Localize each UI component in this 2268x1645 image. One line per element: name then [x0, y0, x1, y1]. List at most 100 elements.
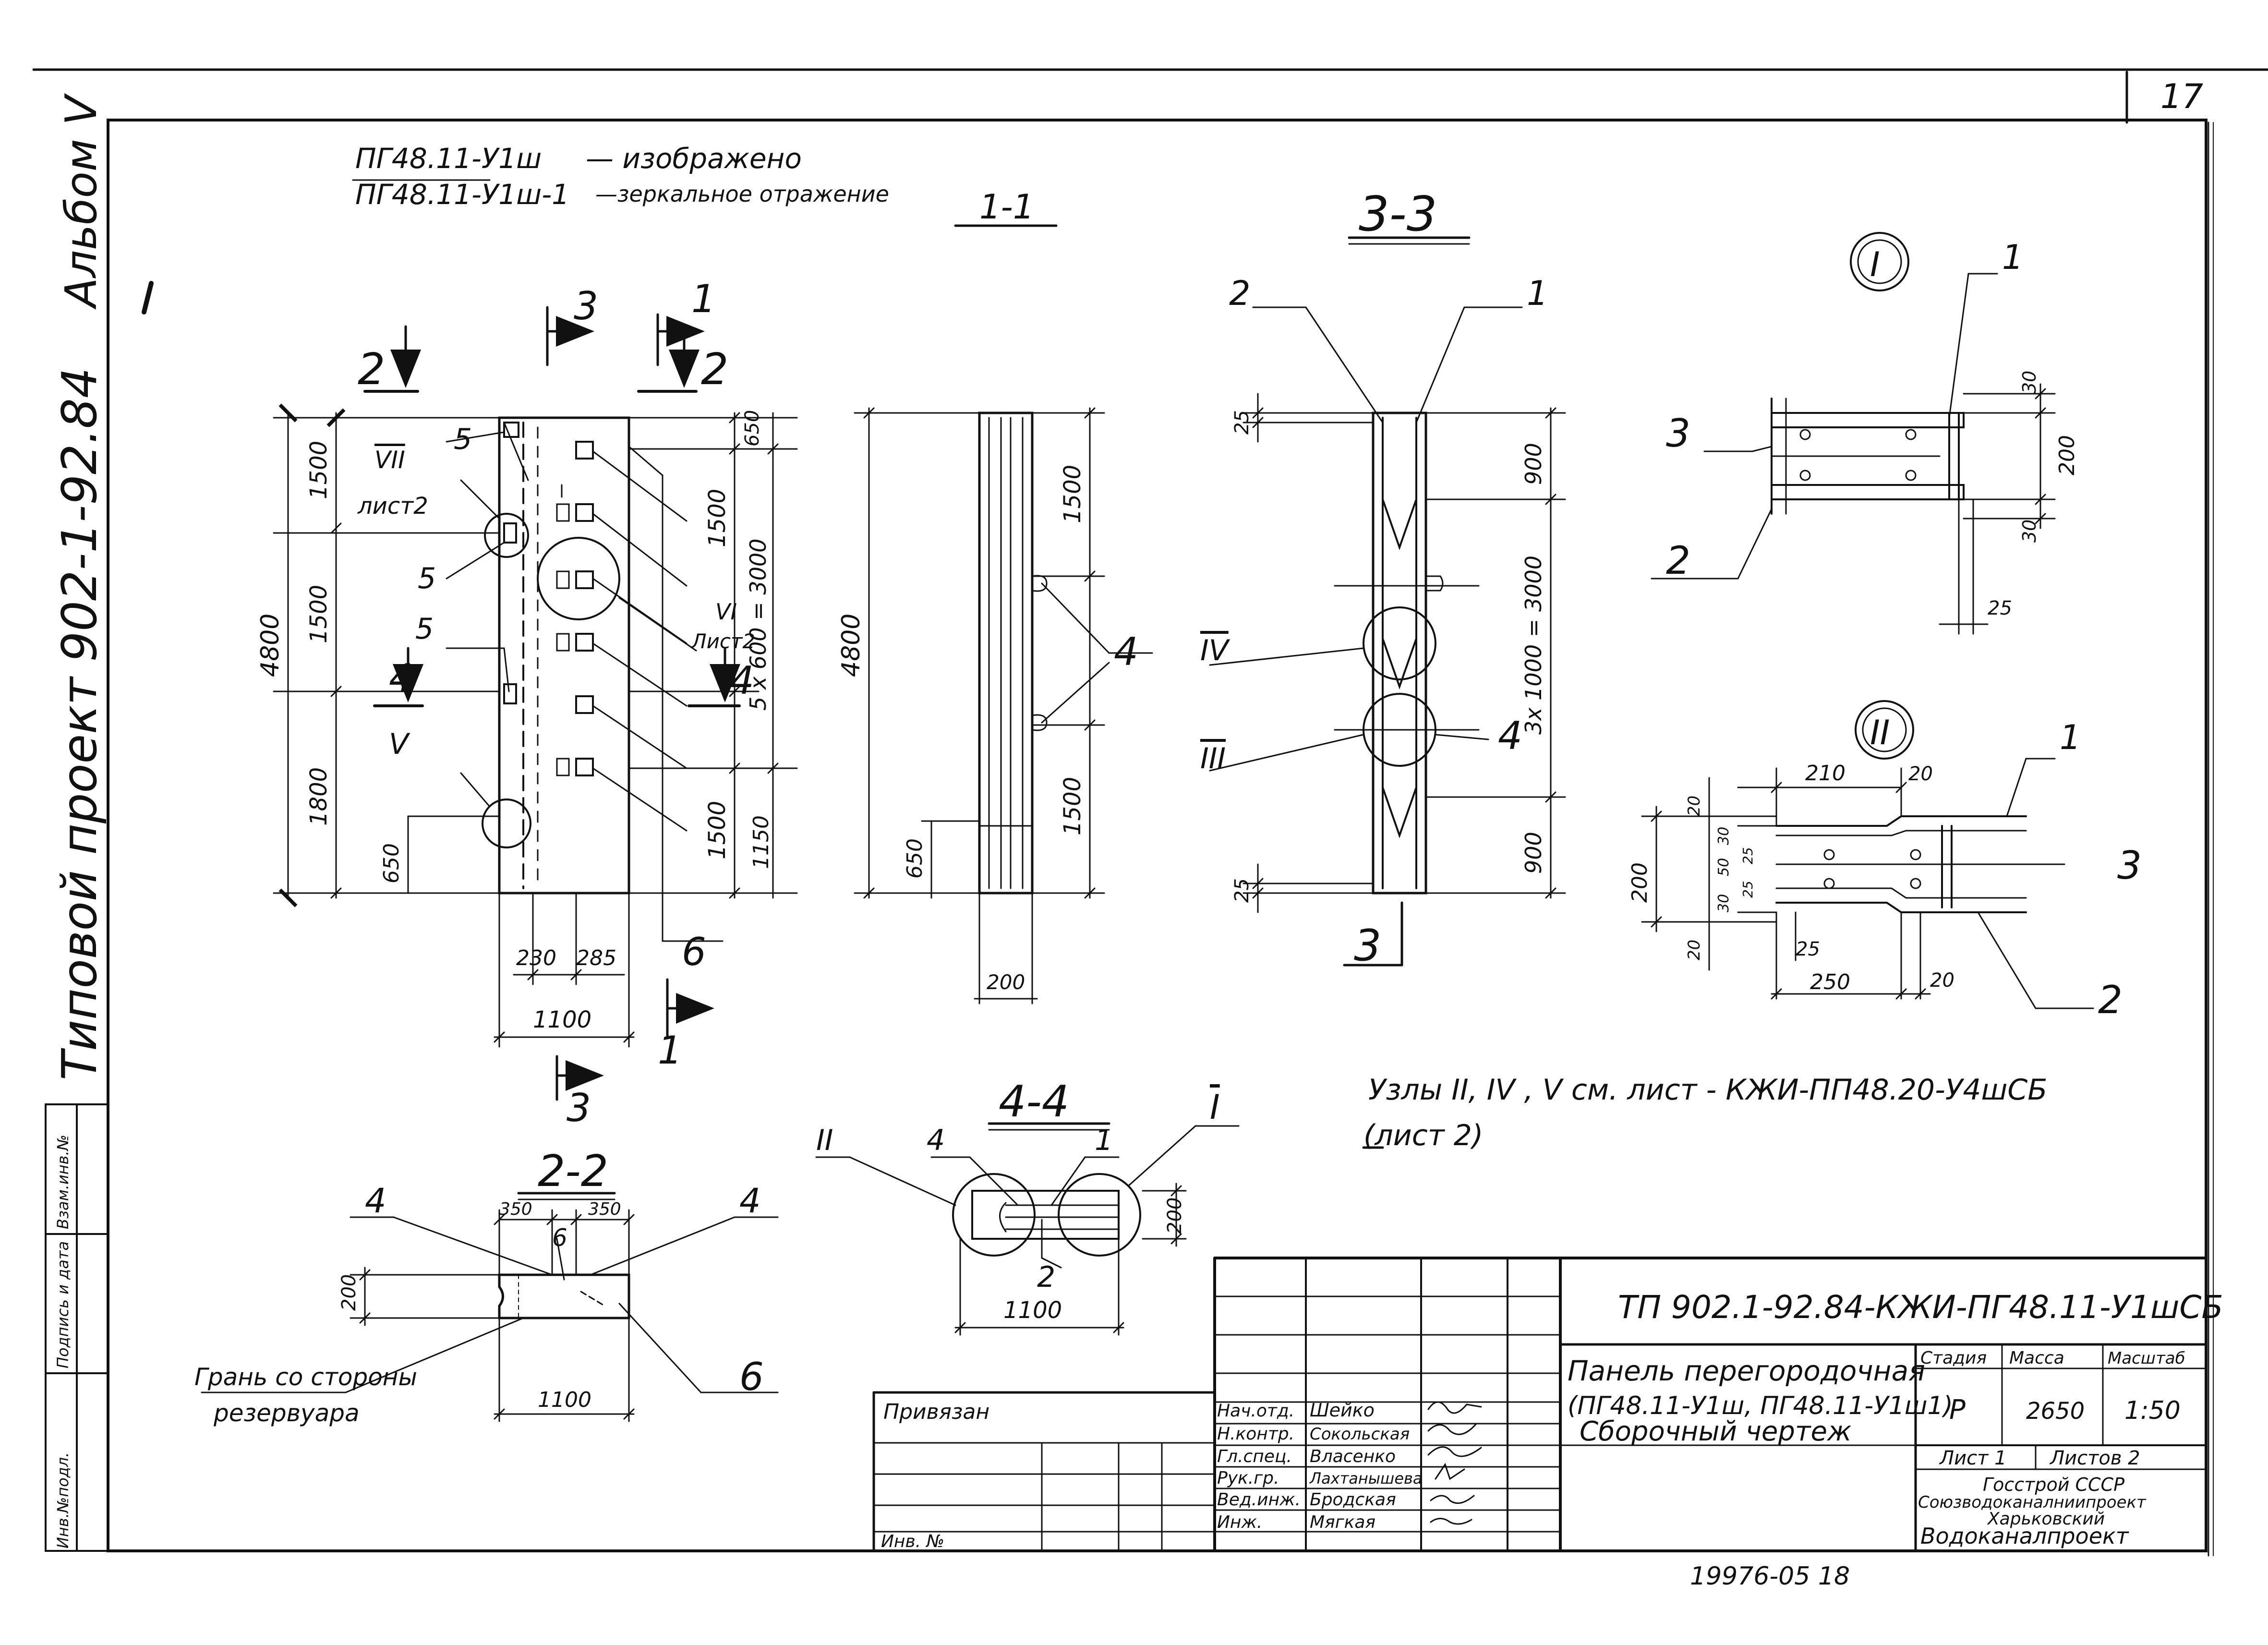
dim-1500-b: 1500 [305, 585, 332, 643]
s22-callout-6-bottom: 6 [739, 1355, 764, 1399]
name-5: Мягкая [1310, 1512, 1375, 1532]
dim-650-left: 650 [379, 843, 404, 883]
node-i [1651, 232, 2056, 635]
side-dim-1500-top: 1500 [1059, 465, 1086, 523]
callout-5-mid: 5 [418, 562, 436, 595]
section-title-1-1: 1-1 [979, 187, 1034, 227]
sheet-frame [32, 68, 2268, 1557]
section-4-4 [815, 1122, 1240, 1336]
node-i-dim-25: 25 [1988, 597, 2012, 619]
s22-dim-200: 200 [338, 1274, 360, 1311]
s33-dim-25-bot: 25 [1231, 878, 1253, 903]
node-ii-dim-20a: 20 [1908, 763, 1933, 785]
section-2-2-text: 4 4 350 350 6 200 1100 6 Грань со сторон… [194, 1181, 764, 1427]
s33-dim-series: 3х 1000 = 3000 [1520, 556, 1546, 735]
dim-285: 285 [576, 946, 616, 970]
dim-230: 230 [516, 946, 556, 970]
stamp-signature-date: Подпись и дата [54, 1241, 72, 1368]
s33-node-iii: III [1200, 742, 1226, 775]
title-line-1: Панель перегородочная [1568, 1355, 1925, 1387]
s33-node-iv: IV [1200, 634, 1231, 667]
node-ii-dim-210: 210 [1805, 761, 1846, 786]
cut-mark-1-top: 1 [691, 277, 716, 321]
nodes-note-line1: Узлы II, IV , V см. лист - КЖИ-ПП48.20-У… [1368, 1073, 2047, 1107]
node-ii [1641, 700, 2094, 1009]
s22-callout-6-top: 6 [552, 1224, 567, 1252]
signatures [1427, 1401, 1482, 1525]
section-title-4-4: 4-4 [999, 1077, 1069, 1127]
section-3-3-text: 2 1 25 900 3х 1000 = 3000 900 25 IV III … [1200, 274, 1548, 971]
stage-value: Р [1949, 1394, 1966, 1426]
header-mark-2: ПГ48.11-У1ш-1 [355, 178, 569, 211]
doc-code: ТП 902.1-92.84-КЖИ-ПГ48.11-У1шСБ [1618, 1289, 2223, 1326]
stamp-inv-podl: Инв.№подл. [54, 1452, 72, 1548]
callout-vii-sheet: лист2 [357, 493, 428, 520]
bound-label: Привязан [883, 1400, 989, 1424]
callout-5-top: 5 [454, 423, 472, 456]
side-dim-4800: 4800 [837, 614, 866, 677]
dim-1500-right-bot: 1500 [704, 801, 731, 859]
section-title-3-3: 3-3 [1359, 186, 1437, 242]
col-scale: Масштаб [2108, 1349, 2185, 1368]
role-2: Гл.спец. [1217, 1447, 1292, 1466]
node-ii-callout-3: 3 [2117, 843, 2142, 888]
node-i-dim-30b: 30 [2019, 520, 2040, 543]
node-ii-text: II 1 3 2 210 20 20 30 50 25 30 25 200 20… [1628, 713, 2142, 1022]
s44-node-ii: II [816, 1124, 833, 1157]
node-ii-dim-30a: 30 [1715, 827, 1732, 845]
node-i-callout-1: 1 [2002, 238, 2024, 277]
node-i-callout-2: 2 [1666, 538, 1690, 583]
s44-callout-4: 4 [927, 1124, 945, 1157]
s33-callout-4: 4 [1498, 714, 1522, 758]
s22-callout-4-right: 4 [739, 1181, 761, 1221]
side-view-dims: 4800 1500 1500 650 200 4 [837, 465, 1138, 994]
s33-cut-3: 3 [1354, 920, 1381, 971]
bottom-number: 19976-05 18 [1690, 1562, 1850, 1591]
nodes-note-line2: (лист 2) [1363, 1119, 1483, 1152]
node-i-title: I [1870, 245, 1880, 284]
node-ii-dim-25c: 25 [1796, 938, 1820, 960]
title-block-text: ТП 902.1-92.84-КЖИ-ПГ48.11-У1шСБ Панель … [881, 1289, 2223, 1551]
node-ii-dim-200: 200 [1628, 862, 1652, 903]
project-label: Типовой проект 902-1-92.84 [51, 368, 108, 1080]
cut-mark-4-right: 4 [730, 658, 754, 703]
node-ii-dim-50: 50 [1715, 858, 1732, 876]
col-mass: Масса [2009, 1348, 2064, 1368]
front-view-callouts: VII лист2 VI Лист2 V 5 5 5 6 [357, 423, 755, 974]
s22-dim-350-left: 350 [499, 1199, 532, 1219]
s33-dim-25-top: 25 [1231, 410, 1253, 435]
role-3: Рук.гр. [1217, 1468, 1279, 1488]
title-line-3: Сборочный чертеж [1580, 1416, 1851, 1447]
dim-1500-right-top: 1500 [704, 489, 731, 547]
node-ii-dim-20b: 20 [1685, 796, 1704, 816]
section-title-2-2: 2-2 [538, 1146, 608, 1197]
title-line-2: (ПГ48.11-У1ш, ПГ48.11-У1ш1) [1568, 1391, 1953, 1420]
node-ii-dim-250: 250 [1810, 970, 1850, 994]
section-2-2 [201, 1192, 779, 1422]
s22-face-note-1: Грань со стороны [194, 1363, 417, 1391]
col-stage: Стадия [1920, 1348, 1987, 1368]
mass-value: 2650 [2026, 1398, 2085, 1425]
front-view [273, 306, 798, 1101]
dim-1150: 1150 [749, 815, 773, 869]
title-underlines [352, 179, 1384, 1149]
role-5: Инж. [1217, 1512, 1262, 1532]
node-ii-title: II [1870, 713, 1890, 752]
s22-dim-1100: 1100 [538, 1388, 591, 1412]
callout-v: V [389, 727, 410, 761]
header-text-1: — изображено [586, 142, 802, 175]
s44-callout-1: 1 [1095, 1124, 1113, 1157]
node-i-dim-30a: 30 [2019, 371, 2040, 394]
name-4: Бродская [1310, 1490, 1396, 1510]
side-view-1-1 [854, 407, 1153, 1004]
dim-1500-a: 1500 [305, 441, 332, 499]
s44-callout-2: 2 [1037, 1260, 1055, 1294]
header-text-2: —зеркальное отражение [595, 181, 889, 207]
s44-dim-1100: 1100 [1003, 1297, 1062, 1324]
scale-value: 1:50 [2124, 1396, 2181, 1425]
header-mark-1: ПГ48.11-У1ш [355, 142, 542, 175]
s22-dim-350-right: 350 [588, 1199, 621, 1219]
cut-mark-4-left: 4 [389, 656, 413, 701]
s44-dim-200: 200 [1164, 1197, 1186, 1234]
sheet-value: Лист 1 [1939, 1447, 2007, 1469]
